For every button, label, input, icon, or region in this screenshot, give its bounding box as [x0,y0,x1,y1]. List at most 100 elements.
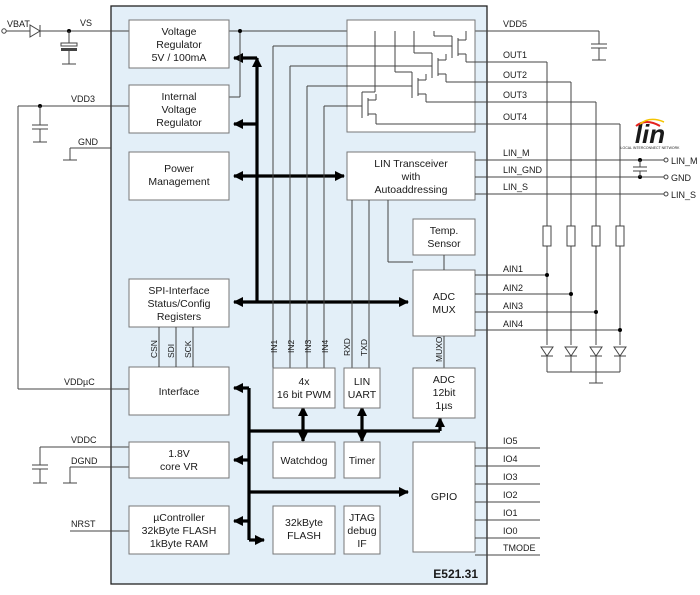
svg-text:GPIO: GPIO [431,491,457,503]
pin-vddc: VDDC [71,435,97,445]
svg-text:IF: IF [357,538,366,550]
svg-text:Power: Power [164,163,194,175]
led-3 [589,346,603,383]
pin-dgnd: DGND [71,456,98,466]
block-lin-uart: LIN UART [343,367,381,409]
svg-text:Status/Config: Status/Config [147,298,210,310]
pin-out4: OUT4 [503,112,527,122]
ext-label-gnd: GND [671,173,692,183]
pin-io5: IO5 [503,436,518,446]
pin-lin-s: LIN_S [503,182,528,192]
signal-sdi: SDI [166,344,176,358]
left-pin-labels: VBAT VS VDD3 GND VDDµC VDDC DGND NRST [7,18,99,529]
pin-lin-m: LIN_M [503,148,530,158]
svg-text:32kByte: 32kByte [285,517,323,529]
led-1 [540,346,554,372]
block-adc-mux: ADC MUX [412,269,476,337]
right-wiring [475,31,669,556]
svg-text:1kByte RAM: 1kByte RAM [150,538,208,550]
svg-text:LIN: LIN [354,376,370,388]
signal-in2: IN2 [286,340,296,354]
pin-vdd3: VDD3 [71,94,95,104]
block-timer: Timer [343,441,381,479]
pin-ain3: AIN3 [503,301,523,311]
transistor-out4 [361,91,377,124]
svg-text:Watchdog: Watchdog [281,455,328,467]
signal-in1: IN1 [269,340,279,354]
signal-rxd: RXD [342,338,352,356]
pin-vs: VS [80,18,92,28]
lin-logo: lin LOCAL INTERCONNECT NETWORK [621,118,681,150]
right-pin-labels: VDD5 OUT1 OUT2 OUT3 OUT4 LIN_M LIN_GND L… [503,19,698,553]
svg-text:ADC: ADC [433,291,456,303]
pin-nrst: NRST [71,519,96,529]
pin-lin-gnd: LIN_GND [503,165,543,175]
pin-io2: IO2 [503,490,518,500]
pin-io1: IO1 [503,508,518,518]
svg-text:FLASH: FLASH [287,530,321,542]
pin-ain2: AIN2 [503,283,523,293]
pin-vbat: VBAT [7,19,30,29]
transistor-out2 [414,52,447,82]
chip-part-number: E521.31 [433,567,478,581]
svg-text:SPI-Interface: SPI-Interface [148,285,209,297]
svg-text:16 bit PWM: 16 bit PWM [277,389,331,401]
svg-text:5V / 100mA: 5V / 100mA [152,52,207,64]
pin-gnd: GND [78,137,99,147]
uart-lines [351,200,370,368]
pin-vdd5: VDD5 [503,19,527,29]
block-jtag: JTAG debug IF [343,505,381,555]
block-interface: Interface [128,366,230,416]
lin-logo-tagline: LOCAL INTERCONNECT NETWORK [621,146,681,150]
svg-text:MUX: MUX [432,304,455,316]
signal-sck: SCK [183,340,193,358]
svg-text:debug: debug [347,525,376,537]
block-power-management: Power Management [128,151,230,201]
svg-text:UART: UART [348,389,377,401]
block-internal-regulator: Internal Voltage Regulator [128,84,230,134]
pin-ain4: AIN4 [503,319,523,329]
block-ucontroller: µController 32kByte FLASH 1kByte RAM [128,505,230,555]
svg-text:ADC: ADC [433,374,456,386]
svg-text:Autoaddressing: Autoaddressing [375,184,448,196]
transistor-out3 [395,71,427,102]
left-wiring [1,24,129,532]
output-driver-block [346,19,476,133]
svg-text:12bit: 12bit [433,387,456,399]
svg-text:Regulator: Regulator [156,117,202,129]
svg-text:Regulator: Regulator [156,39,202,51]
svg-text:µController: µController [153,512,205,524]
svg-text:JTAG: JTAG [349,512,375,524]
svg-text:LIN Transceiver: LIN Transceiver [374,158,448,170]
pin-vdduc: VDDµC [64,377,95,387]
ext-label-lin-m: LIN_M [671,156,698,166]
transistor-out1 [434,31,467,62]
svg-text:4x: 4x [298,376,310,388]
led-2 [564,346,578,372]
svg-text:with: with [401,171,421,183]
block-core-vr: 1.8V core VR [128,441,230,479]
ext-label-lin-s: LIN_S [671,190,696,200]
svg-text:1µs: 1µs [435,400,452,412]
svg-text:Internal: Internal [161,91,196,103]
signal-csn: CSN [149,340,159,358]
pin-io3: IO3 [503,472,518,482]
svg-text:Timer: Timer [349,455,376,467]
svg-text:Management: Management [148,176,209,188]
block-lin-transceiver: LIN Transceiver with Autoaddressing [346,151,476,201]
block-gpio: GPIO [412,441,476,553]
svg-text:Voltage: Voltage [161,104,196,116]
signal-muxo: MUXO [434,336,444,362]
block-voltage-regulator: Voltage Regulator 5V / 100mA [128,19,230,69]
out-lines [376,61,620,125]
svg-text:core VR: core VR [160,461,198,473]
pin-tmode: TMODE [503,543,536,553]
spi-lines [158,327,194,367]
block-pwm: 4x 16 bit PWM [272,367,336,409]
pin-out2: OUT2 [503,70,527,80]
svg-text:1.8V: 1.8V [168,448,190,460]
signal-in3: IN3 [303,340,313,354]
internal-bus [232,52,446,546]
pin-io4: IO4 [503,454,518,464]
